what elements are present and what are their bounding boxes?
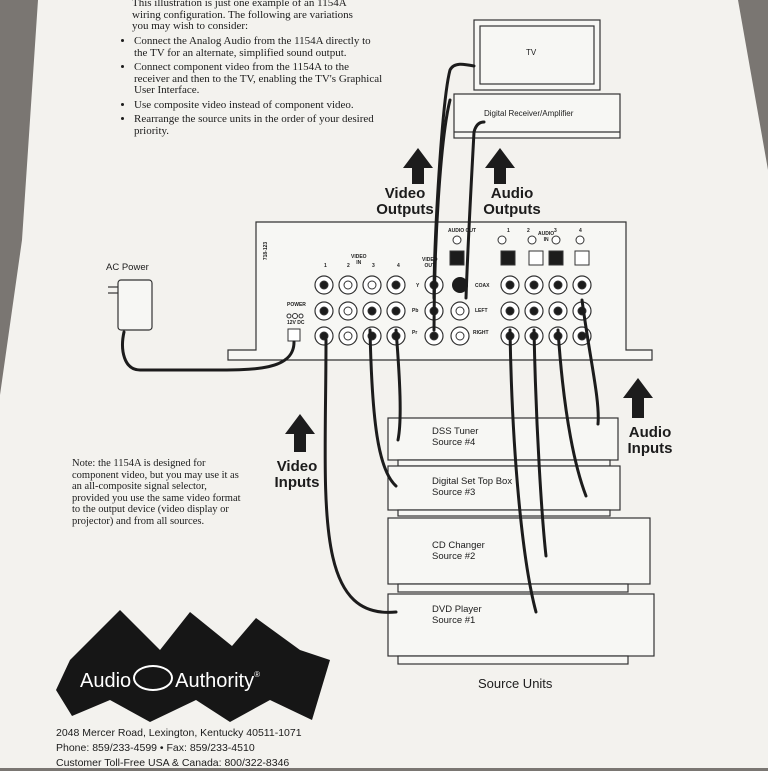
rca-jack-center xyxy=(455,331,465,341)
address: 2048 Mercer Road, Lexington, Kentucky 40… xyxy=(56,727,302,739)
audio-num-2: 2 xyxy=(527,228,530,234)
audio-num-3: 3 xyxy=(554,228,557,234)
source-units-caption: Source Units xyxy=(478,676,553,691)
coax-jack xyxy=(452,277,468,293)
rca-jack-center xyxy=(391,280,401,290)
audio-authority-logo xyxy=(56,610,330,722)
ac-power-label: AC Power xyxy=(106,262,149,273)
list-item: Connect the Analog Audio from the 1154A … xyxy=(134,35,384,59)
audio-num-4: 4 xyxy=(579,228,582,234)
rca-jack-center xyxy=(429,331,439,341)
receiver-label: Digital Receiver/Amplifier xyxy=(484,109,574,118)
toll-free: Customer Toll-Free USA & Canada: 800/322… xyxy=(56,757,290,769)
rca-jack-center xyxy=(505,280,515,290)
rca-jack-center xyxy=(343,306,353,316)
rca-jack-center xyxy=(319,280,329,290)
rca-jack-center xyxy=(529,306,539,316)
variation-list: Connect the Analog Audio from the 1154A … xyxy=(120,35,384,140)
power-adapter xyxy=(108,279,153,331)
pb-label: Pb xyxy=(412,308,419,314)
coax-label: COAX xyxy=(475,283,490,289)
contact-block: 2048 Mercer Road, Lexington, Kentucky 40… xyxy=(56,726,302,771)
audio-out-label: AUDIO OUT xyxy=(448,228,477,234)
power-label: POWER xyxy=(287,302,306,308)
rca-jack-center xyxy=(367,306,377,316)
video-num-3: 3 xyxy=(372,263,375,269)
tv-unit xyxy=(473,19,601,91)
video-num-1: 1 xyxy=(324,263,327,269)
rca-jack-center xyxy=(505,306,515,316)
list-item: Connect component video from the 1154A t… xyxy=(134,61,384,97)
right-label: RIGHT xyxy=(473,330,489,336)
note-text: Note: the 1154A is designed for componen… xyxy=(72,458,241,527)
rca-jack-center xyxy=(577,280,587,290)
rca-jack-center xyxy=(553,280,563,290)
rca-jack-center xyxy=(529,280,539,290)
y-label: Y xyxy=(416,283,420,289)
model-number: 718-123 xyxy=(263,241,270,261)
rca-jack-center xyxy=(577,331,587,341)
dc-label: 12V DC xyxy=(287,320,305,326)
pr-label: Pr xyxy=(412,330,418,336)
receiver-unit xyxy=(453,93,621,139)
tv-label: TV xyxy=(526,48,537,57)
digital-ports xyxy=(449,235,590,266)
rca-jack-center xyxy=(553,306,563,316)
audio-num-1: 1 xyxy=(507,228,510,234)
rca-jack-center xyxy=(319,331,329,341)
video-num-4: 4 xyxy=(397,263,400,269)
rca-jack-center xyxy=(367,280,377,290)
list-item: Use composite video instead of component… xyxy=(134,99,384,112)
rca-jack-center xyxy=(319,306,329,316)
cables xyxy=(121,62,600,614)
phone-fax: Phone: 859/233-4599 • Fax: 859/233-4510 xyxy=(56,742,255,754)
left-label: LEFT xyxy=(475,308,488,314)
list-item: Rearrange the source units in the order … xyxy=(134,113,384,137)
arrow-icons xyxy=(285,148,653,452)
rca-jack-center xyxy=(391,306,401,316)
video-num-2: 2 xyxy=(347,263,350,269)
power-jack xyxy=(286,313,304,342)
rca-jacks xyxy=(314,275,592,346)
intro-paragraph: This illustration is just one example of… xyxy=(132,0,353,32)
rca-jack-center xyxy=(343,280,353,290)
rca-jack-center xyxy=(343,331,353,341)
rca-jack-center xyxy=(455,306,465,316)
source-unit-boxes xyxy=(387,417,655,665)
